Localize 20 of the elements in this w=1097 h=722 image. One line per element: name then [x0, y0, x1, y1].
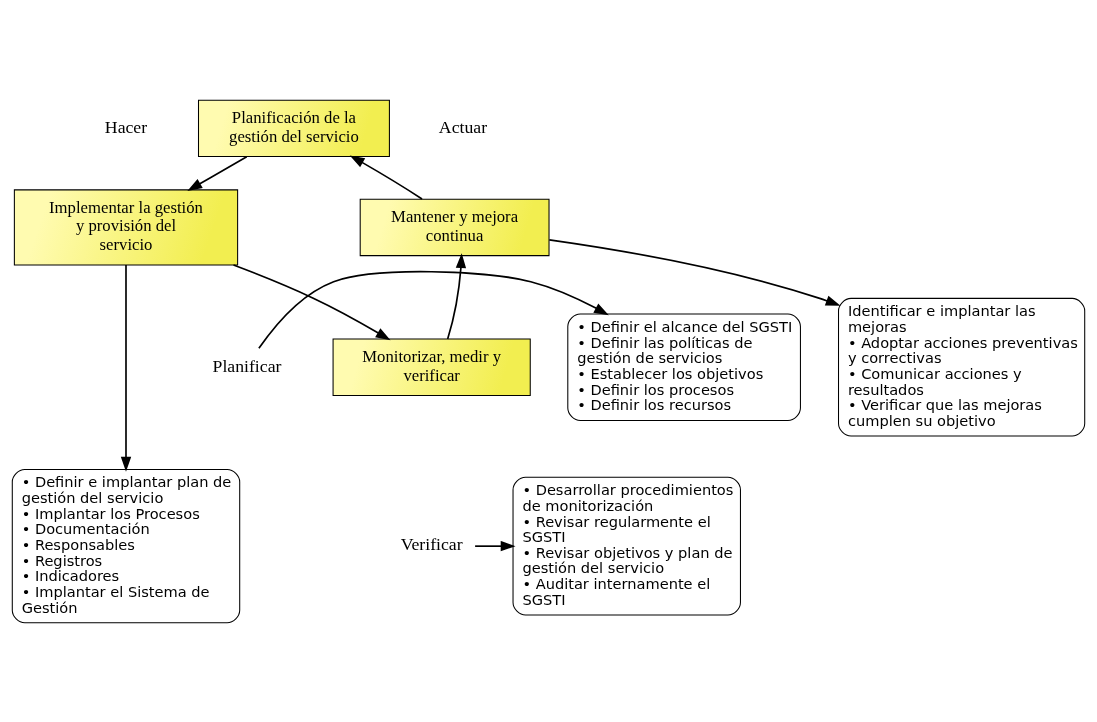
node-box: Monitorizar, medir y verificar: [332, 338, 531, 396]
arrow: [548, 238, 841, 306]
node-box: Mantener y mejora continua: [359, 198, 550, 256]
arrow: [446, 252, 467, 340]
node-box: • Desarrollar procedimientos de monitorización • Revisar regularmente el SGSTI • Revisar objetivos y plan de gestión del servicio • Auditar internamente el SGSTI: [512, 476, 741, 615]
arrow: [474, 540, 516, 551]
node-text: Verificar: [400, 533, 463, 554]
node-box: • Definir el alcance del SGSTI • Definir las políticas de gestión de servicios • Establecer los objetivos • Definir los procesos • Definir los recursos: [567, 313, 801, 421]
arrow: [120, 263, 132, 472]
node-label: Actuar: [438, 116, 488, 137]
node-text: Planificar: [212, 355, 282, 376]
node-box: Planificación de la gestión del servicio: [198, 99, 390, 157]
arrow: [187, 155, 248, 191]
node-box: Identificar e implantar las mejoras • Adoptar acciones preventivas y correctivas • Comunicar acciones y resultados • Verificar que las mejoras cumplen su objetivo: [838, 297, 1086, 437]
node-label: Hacer: [104, 116, 148, 137]
arrow: [349, 154, 423, 200]
arrow: [232, 263, 391, 340]
node-box: Implementar la gestión y provisión del servicio: [13, 188, 239, 265]
node-box: • Definir e implantar plan de gestión del servicio • Implantar los Procesos • Documentación • Responsables • Registros • Indicadores • Implantar el Sistema de Gestión: [11, 468, 241, 623]
arrow: [258, 270, 609, 349]
